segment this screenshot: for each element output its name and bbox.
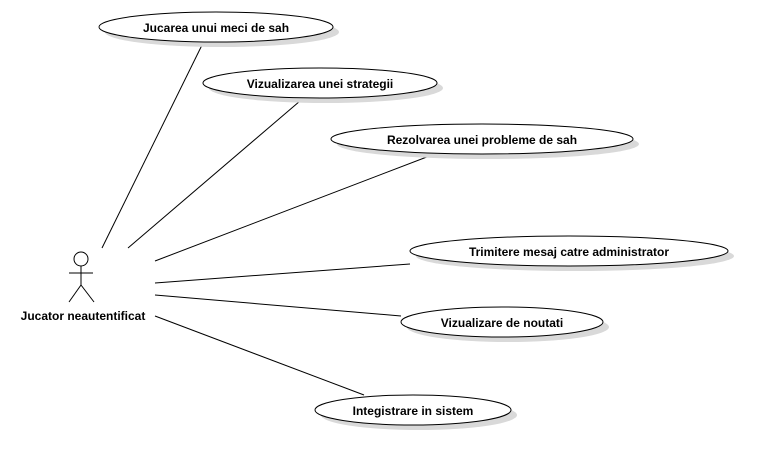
actor-label: Jucator neautentificat (21, 309, 146, 323)
associations (101, 42, 433, 396)
actor-jucator-neautentificat[interactable]: Jucator neautentificat (21, 251, 146, 323)
use-case-jucarea-unui-meci-de-sah[interactable]: Jucarea unui meci de sah (98, 11, 339, 47)
association-uc3 (154, 154, 433, 262)
use-case-rezolvarea-unei-probleme-de-sah[interactable]: Rezolvarea unei probleme de sah (330, 123, 639, 159)
use-case-label: Integistrare in sistem (353, 404, 474, 418)
use-case-vizualizarea-unei-strategii[interactable]: Vizualizarea unei strategii (202, 67, 443, 103)
use-case-trimitere-mesaj-catre-administrator[interactable]: Trimitere mesaj catre administrator (409, 235, 734, 271)
association-uc4 (154, 263, 411, 284)
use-case-vizualizare-de-noutati[interactable]: Vizualizare de noutati (400, 306, 609, 342)
use-case-label: Vizualizarea unei strategii (247, 77, 394, 91)
use-case-label: Jucarea unui meci de sah (143, 21, 289, 35)
stick-figure-actor-icon (68, 251, 95, 303)
association-uc1 (101, 42, 204, 249)
use-case-label: Trimitere mesaj catre administrator (469, 245, 669, 259)
use-case-integistrare-in-sistem[interactable]: Integistrare in sistem (314, 394, 517, 430)
association-uc5 (154, 294, 402, 317)
use-case-label: Rezolvarea unei probleme de sah (387, 133, 577, 147)
association-uc6 (154, 315, 365, 396)
use-case-label: Vizualizare de noutati (441, 316, 563, 330)
association-uc2 (127, 100, 301, 249)
